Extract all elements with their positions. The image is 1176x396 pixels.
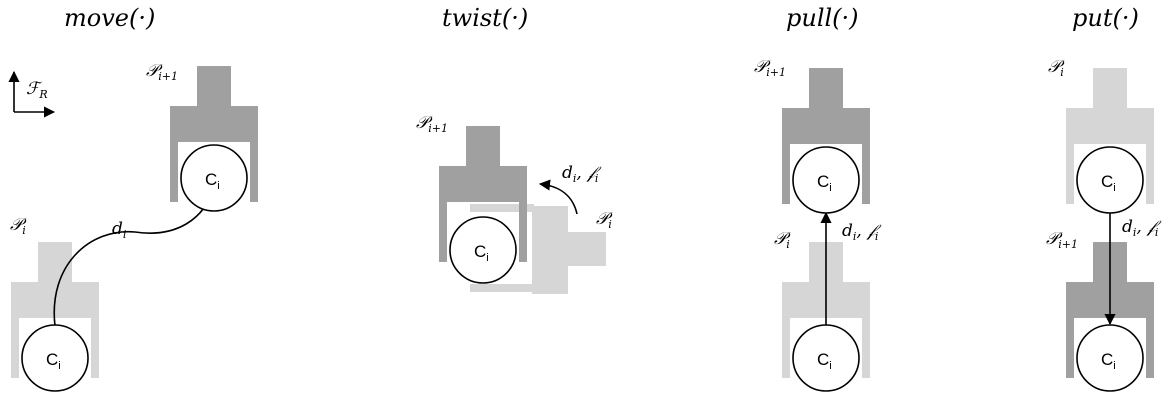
object-circle [792, 324, 860, 392]
object-circle [1076, 324, 1144, 392]
pose-label-current: 𝒫i [774, 229, 791, 251]
pose-label-next: 𝒫i+1 [1046, 229, 1078, 251]
object-circle [792, 146, 860, 214]
panel-move: move(·) ℱR Ci Ci 𝒫i+1 𝒫i di [8, 4, 258, 392]
object-circle [449, 216, 517, 284]
pose-label-current: 𝒫i [10, 215, 27, 237]
panel-title: put(·) [1072, 4, 1139, 32]
object-label: Ci [817, 350, 832, 372]
pose-label-next: 𝒫i+1 [416, 113, 448, 135]
pose-label-current: 𝒫i [596, 209, 613, 231]
rotation-arrow [538, 179, 578, 215]
object-label: Ci [1101, 172, 1116, 194]
object-label: Ci [474, 242, 489, 264]
object-label: Ci [817, 172, 832, 194]
panel-title: twist(·) [442, 4, 528, 32]
gripper-previous-pose-rotated [470, 204, 606, 294]
reference-frame: ℱR [8, 70, 56, 118]
panel-twist: twist(·) Ci 𝒫i+1 di, 𝒻i 𝒫i [416, 4, 613, 294]
panel-put: put(·) Ci Ci 𝒫i 𝒫i+1 di, 𝒻i [1046, 4, 1162, 392]
distance-force-label: di, 𝒻i [562, 163, 602, 185]
object-label: Ci [1101, 350, 1116, 372]
object-circle [21, 324, 89, 392]
object-circle [1076, 146, 1144, 214]
motion-path-arrow [53, 184, 217, 327]
panel-title: pull(·) [786, 4, 859, 32]
pose-label-current: 𝒫i [1048, 57, 1065, 79]
panel-pull: pull(·) Ci Ci 𝒫i+1 𝒫i di, 𝒻i [754, 4, 882, 392]
frame-label: ℱR [26, 79, 48, 101]
distance-force-label: di, 𝒻i [1122, 217, 1162, 239]
pose-label-next: 𝒫i+1 [146, 61, 178, 83]
distance-force-label: di, 𝒻i [842, 221, 882, 243]
object-label: Ci [205, 170, 220, 192]
panel-title: move(·) [64, 4, 155, 32]
object-circle [180, 144, 248, 212]
distance-label: di [112, 219, 126, 241]
object-label: Ci [46, 350, 61, 372]
pose-label-next: 𝒫i+1 [754, 57, 786, 79]
